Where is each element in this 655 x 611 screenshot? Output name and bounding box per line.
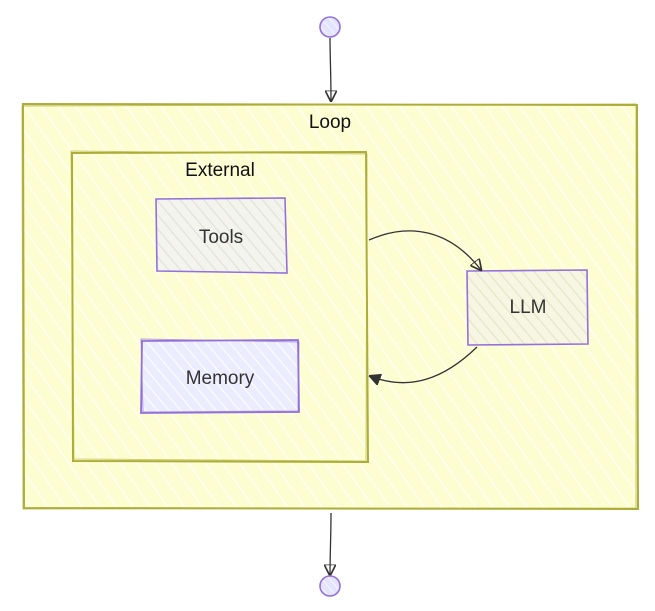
- llm-node: LLM: [466, 269, 589, 346]
- edge-llm-to-external: [370, 346, 478, 383]
- memory-label: Memory: [186, 368, 255, 389]
- tools-node: Tools: [155, 197, 288, 274]
- tools-label: Tools: [199, 227, 243, 248]
- end-node: [319, 575, 341, 597]
- edge-external-to-llm: [368, 230, 481, 270]
- edge-loop-to-end: [330, 512, 331, 575]
- llm-label: LLM: [510, 297, 547, 318]
- external-group: External: [70, 150, 370, 464]
- memory-node: Memory: [140, 338, 300, 414]
- external-label: External: [185, 160, 255, 181]
- loop-label: Loop: [309, 112, 351, 133]
- edge-start-to-loop: [330, 37, 331, 101]
- start-node: [319, 16, 341, 38]
